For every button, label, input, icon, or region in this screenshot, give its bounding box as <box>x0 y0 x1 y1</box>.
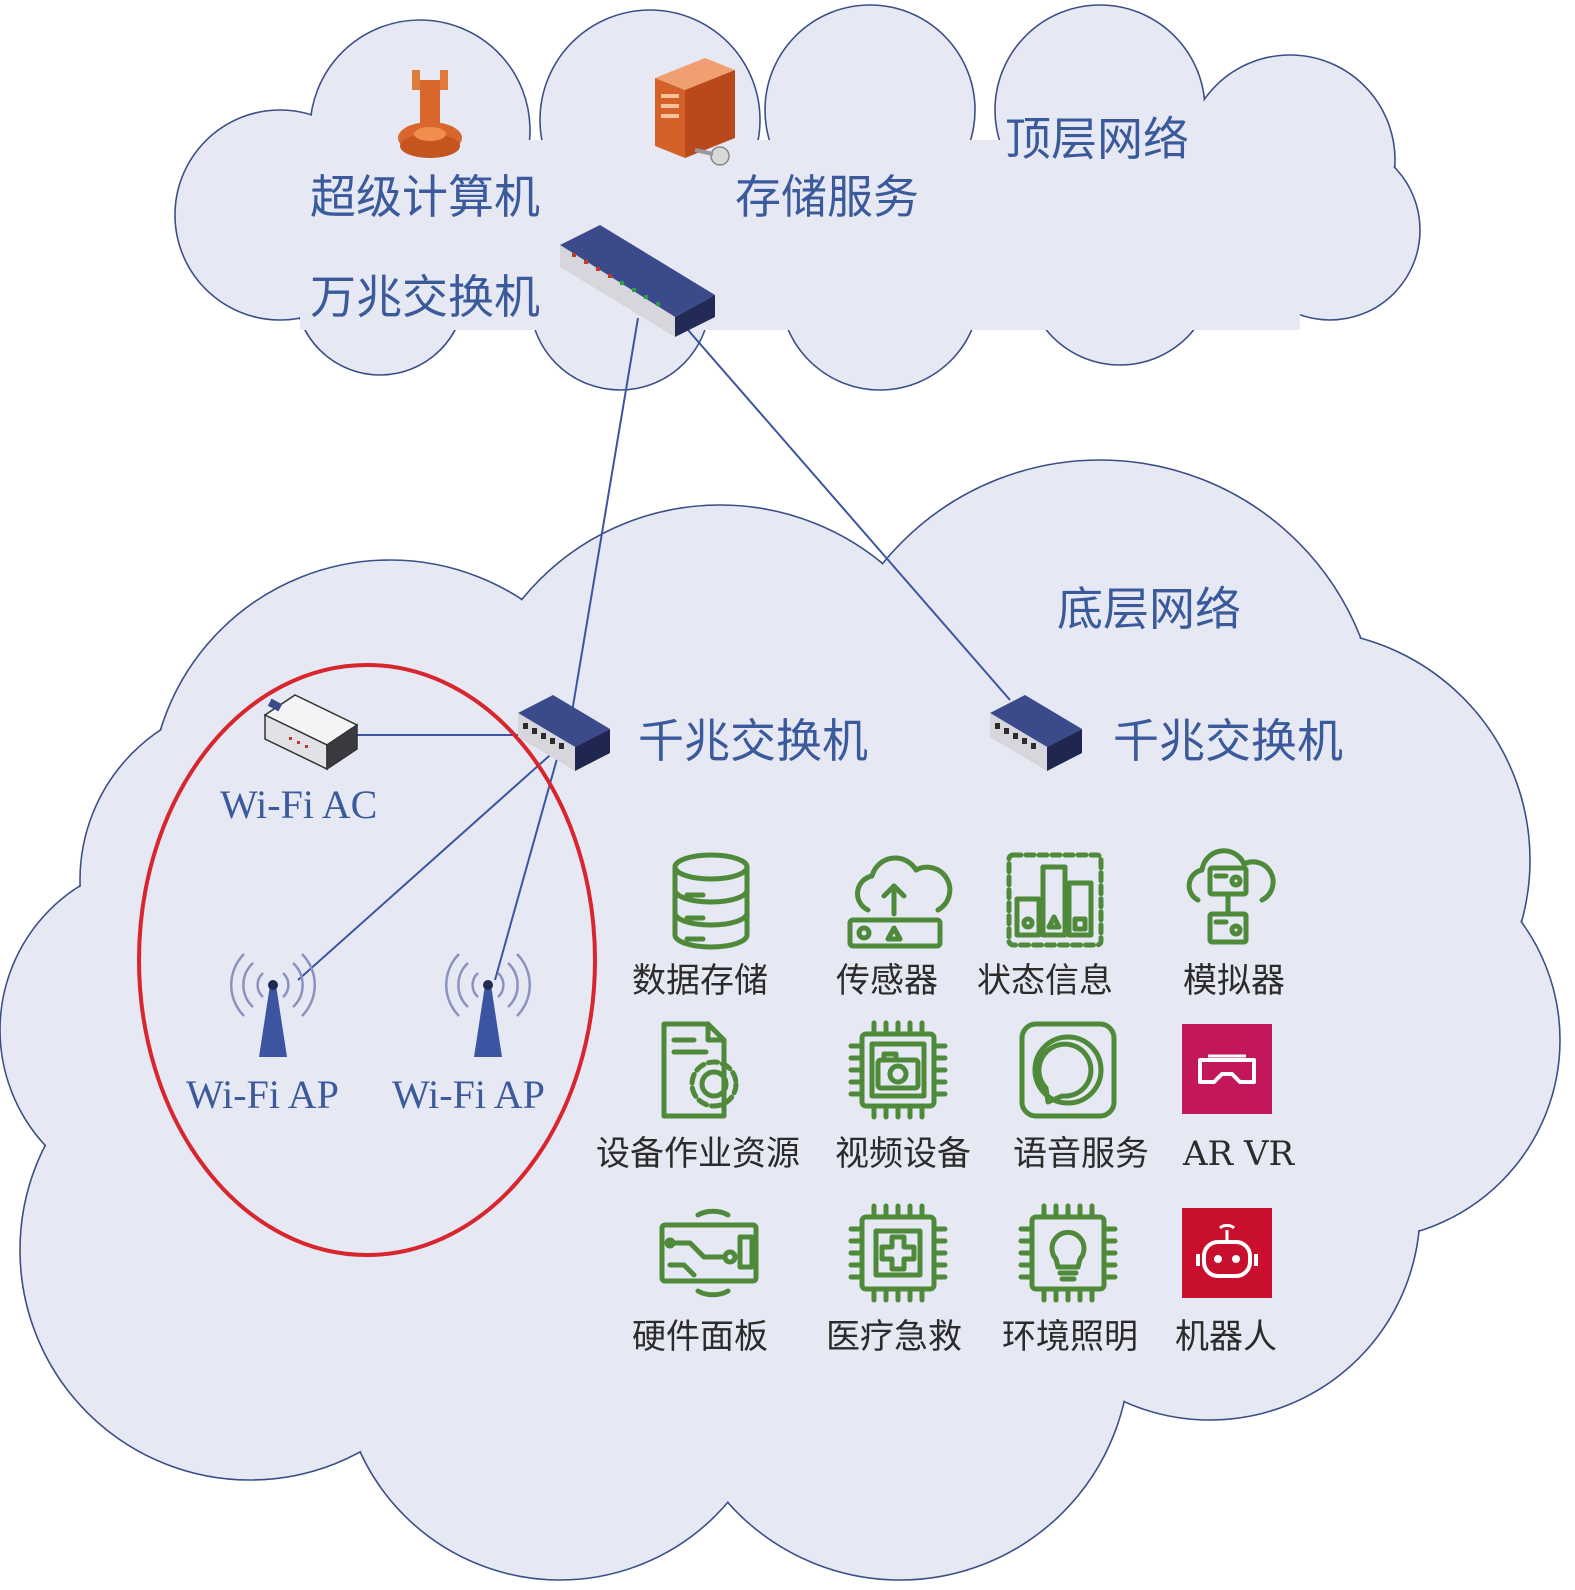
device-label: 数据存储 <box>632 961 768 1001</box>
device-label: 医疗急救 <box>826 1317 962 1357</box>
bottom-network-title: 底层网络 <box>1057 582 1241 636</box>
gigabit-switch-right-label: 千兆交换机 <box>1113 714 1343 768</box>
network-links <box>297 317 1011 981</box>
storage-service-label: 存储服务 <box>735 170 919 224</box>
lightbulb-chip-icon <box>1018 1203 1118 1303</box>
vr-headset-icon <box>1182 1024 1272 1114</box>
supercomputer-label: 超级计算机 <box>310 170 540 224</box>
gigabit-switch-left-label: 千兆交换机 <box>638 714 868 768</box>
database-icon <box>672 852 750 950</box>
document-gear-icon <box>661 1021 739 1119</box>
bar-chart-icon <box>1006 852 1104 948</box>
bottom-network-cloud <box>0 459 1561 1581</box>
gigabit-switch-right-icon <box>990 695 1082 771</box>
wifi-ap2-icon <box>445 953 531 1057</box>
robot-icon <box>1182 1208 1272 1298</box>
medical-chip-icon <box>848 1203 948 1303</box>
device-label: AR VR <box>1182 1134 1296 1174</box>
device-label: 传感器 <box>836 961 938 1001</box>
device-label: 模拟器 <box>1183 961 1285 1001</box>
wifi-group-ellipse <box>137 663 597 1257</box>
gigabit-switch-left-icon <box>518 695 610 771</box>
device-label: 语音服务 <box>1013 1134 1149 1174</box>
wifi-ap1-label: Wi-Fi AP <box>186 1072 339 1117</box>
wifi-ap1-icon <box>230 953 316 1057</box>
link-switch-to-ap2 <box>494 747 561 981</box>
device-label: 机器人 <box>1175 1317 1277 1357</box>
circuit-board-icon <box>659 1208 759 1298</box>
top-network-title: 顶层网络 <box>1005 112 1189 166</box>
cloud-server-icon <box>1186 848 1276 945</box>
wifi-ac-icon <box>263 694 359 771</box>
wifi-ap2-label: Wi-Fi AP <box>392 1072 545 1117</box>
cloud-upload-router-icon <box>847 855 953 949</box>
link-core-to-left-switch <box>571 317 639 713</box>
supercomputer-icon <box>398 70 462 158</box>
device-label: 状态信息 <box>977 961 1113 1001</box>
wifi-ac-label: Wi-Fi AC <box>220 782 377 827</box>
storage-server-icon <box>655 58 735 166</box>
core-switch-label: 万兆交换机 <box>310 270 540 324</box>
link-switch-to-ap1 <box>297 747 559 981</box>
device-label: 硬件面板 <box>632 1317 768 1357</box>
link-core-to-right-switch <box>687 329 1011 701</box>
device-label: 环境照明 <box>1002 1317 1138 1357</box>
voice-assistant-icon <box>1019 1021 1117 1119</box>
device-label: 视频设备 <box>835 1134 971 1174</box>
core-switch-icon <box>560 225 715 337</box>
camera-chip-icon <box>848 1020 948 1120</box>
top-network-cloud <box>174 4 1421 391</box>
device-label: 设备作业资源 <box>596 1134 800 1174</box>
